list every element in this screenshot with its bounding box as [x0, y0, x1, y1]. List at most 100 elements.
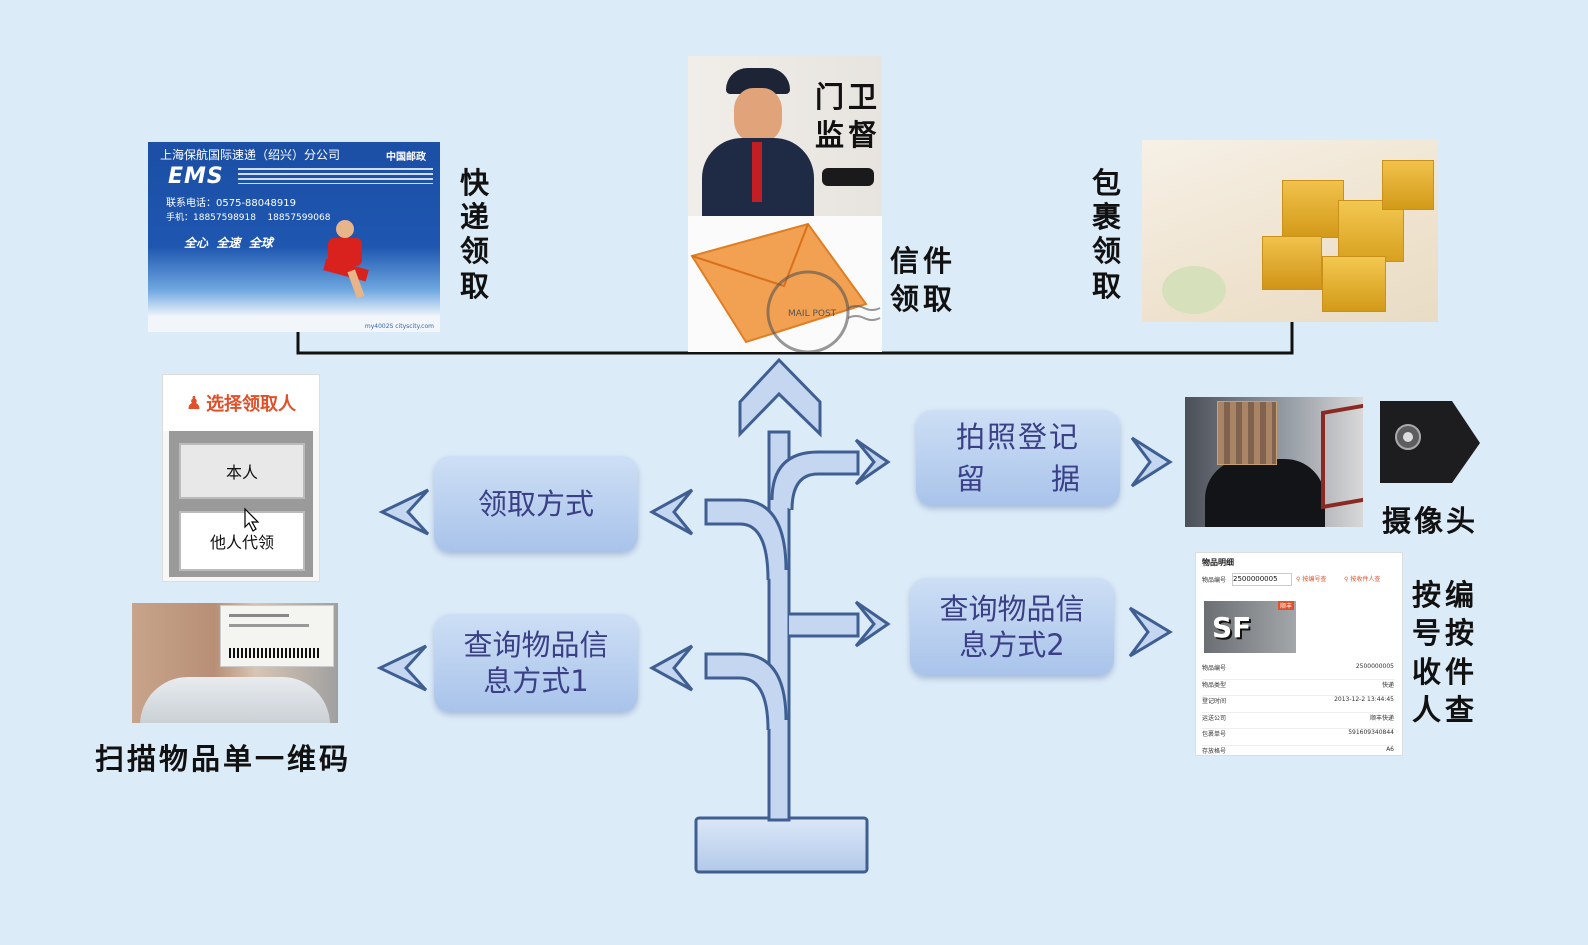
label-camera: 摄像头: [1382, 504, 1479, 538]
gift-box-1: [1282, 180, 1344, 238]
btn-by-recipient-label: 按收件人查: [1350, 576, 1381, 583]
envelope-flap: [691, 223, 809, 288]
arrow-base: [694, 816, 869, 874]
branch-left-1: [704, 498, 788, 581]
camera-lens-center: [1403, 432, 1413, 442]
label-scan: 扫描物品单一维码: [95, 742, 352, 776]
ems-stripes: [238, 168, 433, 184]
cursor-icon: [244, 507, 260, 532]
sf-logo-image: SF 顺丰: [1204, 601, 1296, 653]
ems-slogan: 全心 全速 全球: [184, 236, 273, 250]
box-query1-line1: 查询物品信: [463, 627, 609, 662]
chevron-right-3: [1130, 436, 1173, 488]
search-icon-2: ⚲: [1344, 576, 1349, 583]
row-label: 登记时间: [1202, 698, 1227, 705]
box-query-method-1: 查询物品信 息方式1: [434, 614, 638, 712]
chevron-left-3: [378, 488, 430, 536]
row-label: 物品类型: [1202, 681, 1227, 689]
telephone: [822, 168, 874, 186]
label-guard-1: 门卫: [815, 80, 882, 114]
gift-box-5: [1382, 160, 1434, 210]
parcel-image: [1142, 140, 1438, 322]
chevron-right-2: [854, 600, 891, 648]
box-photo-line2b: 据: [1050, 462, 1080, 496]
chevron-left-1: [648, 488, 694, 536]
gift-box-3: [1262, 236, 1322, 290]
camera-body: [1380, 401, 1480, 483]
table-row: 存放格号 A6: [1202, 746, 1394, 762]
item-search-input[interactable]: 2500000005: [1232, 573, 1292, 586]
btn-by-recipient[interactable]: ⚲ 按收件人查: [1344, 574, 1380, 583]
red-frame: [1321, 402, 1363, 510]
recipient-panel-header: ♟ 选择领取人: [163, 375, 319, 431]
box-query1-line2: 息方式1: [483, 664, 589, 698]
row-label: 物品编号: [1202, 665, 1227, 672]
guard-face: [734, 88, 782, 142]
sf-logo-text: SF: [1212, 611, 1252, 644]
recipient-panel-body: 本人 他人代领: [169, 431, 313, 577]
item-panel: 物品明细 物品编号 2500000005 ⚲ 按编号查 ⚲ 按收件人查 SF 顺…: [1195, 552, 1403, 756]
scanner-device: [140, 677, 330, 723]
branch-left-2: [704, 652, 788, 731]
postmark-waves: [847, 305, 881, 321]
box-photo-line2a: 留: [956, 462, 986, 496]
branch-right-2: [789, 612, 860, 638]
proxy-button[interactable]: 他人代领: [179, 511, 305, 571]
gift-box-4: [1322, 256, 1386, 312]
branch-right-1: [770, 450, 860, 511]
box-photo-line2: 留 据: [956, 461, 1080, 497]
recipient-panel: ♟ 选择领取人 本人 他人代领: [162, 374, 320, 582]
row-value: 591609340844: [1348, 729, 1394, 736]
chevron-right-1: [854, 438, 891, 486]
row-label: 存放格号: [1202, 747, 1227, 755]
guard-image: [688, 56, 882, 216]
btn-by-number-label: 按编号查: [1302, 576, 1327, 583]
box-pickup-method: 领取方式: [434, 456, 638, 552]
label-letter-2: 领取: [890, 282, 957, 316]
ems-company: 上海保航国际速递（绍兴）分公司: [160, 148, 341, 162]
table-row: 物品类型 快递: [1202, 680, 1394, 696]
chevron-left-4: [376, 644, 428, 692]
ems-logo: EMS: [168, 164, 224, 189]
box-photo-line1: 拍照登记: [955, 419, 1080, 454]
postmark-text: MAIL POST: [788, 309, 837, 319]
postmark-circle: [766, 270, 850, 352]
table-row: 运送公司 顺丰快递: [1202, 713, 1394, 729]
row-value: 顺丰快递: [1369, 714, 1394, 722]
btn-by-number[interactable]: ⚲ 按编号查: [1296, 574, 1326, 583]
top-connector-line: [296, 320, 1294, 355]
row-label: 包裹单号: [1202, 731, 1227, 738]
label-express: 快递领取: [460, 166, 490, 303]
post-logo: 中国邮政: [386, 152, 426, 163]
face-photo: [1185, 397, 1363, 527]
waybill: [220, 605, 334, 667]
face-detection-box: [1217, 401, 1277, 465]
item-panel-title: 物品明细: [1202, 558, 1234, 567]
chevron-left-2: [648, 644, 694, 692]
recipient-panel-title: 选择领取人: [206, 394, 297, 415]
sf-badge: 顺丰: [1277, 601, 1294, 610]
guard-tie: [752, 142, 762, 202]
row-value: A6: [1386, 745, 1394, 753]
ems-footer: my4002S cityscity.com: [364, 323, 434, 330]
box-query-method-2: 查询物品信 息方式2: [910, 578, 1114, 676]
box-pickup-method-text: 领取方式: [477, 486, 594, 521]
letter-image: MAIL POST: [688, 216, 882, 352]
self-button[interactable]: 本人: [179, 443, 305, 499]
camera-svg: [1380, 401, 1480, 483]
user-icon: ♟: [185, 392, 203, 414]
row-value: 快递: [1381, 681, 1394, 689]
ems-mobile: 手机：18857598918 18857599068: [166, 213, 331, 223]
label-guard-2: 监督: [815, 118, 882, 152]
label-letter-1: 信件: [890, 244, 957, 278]
person-body: [1205, 459, 1325, 527]
item-search-label: 物品编号: [1202, 577, 1227, 584]
envelope-svg: MAIL POST: [690, 222, 881, 352]
ems-phone: 联系电话：0575-88048919: [166, 198, 296, 209]
row-label: 运送公司: [1202, 714, 1227, 722]
row-value: 2013-12-2 13:44:45: [1334, 696, 1394, 703]
gift-box-2: [1338, 200, 1404, 262]
